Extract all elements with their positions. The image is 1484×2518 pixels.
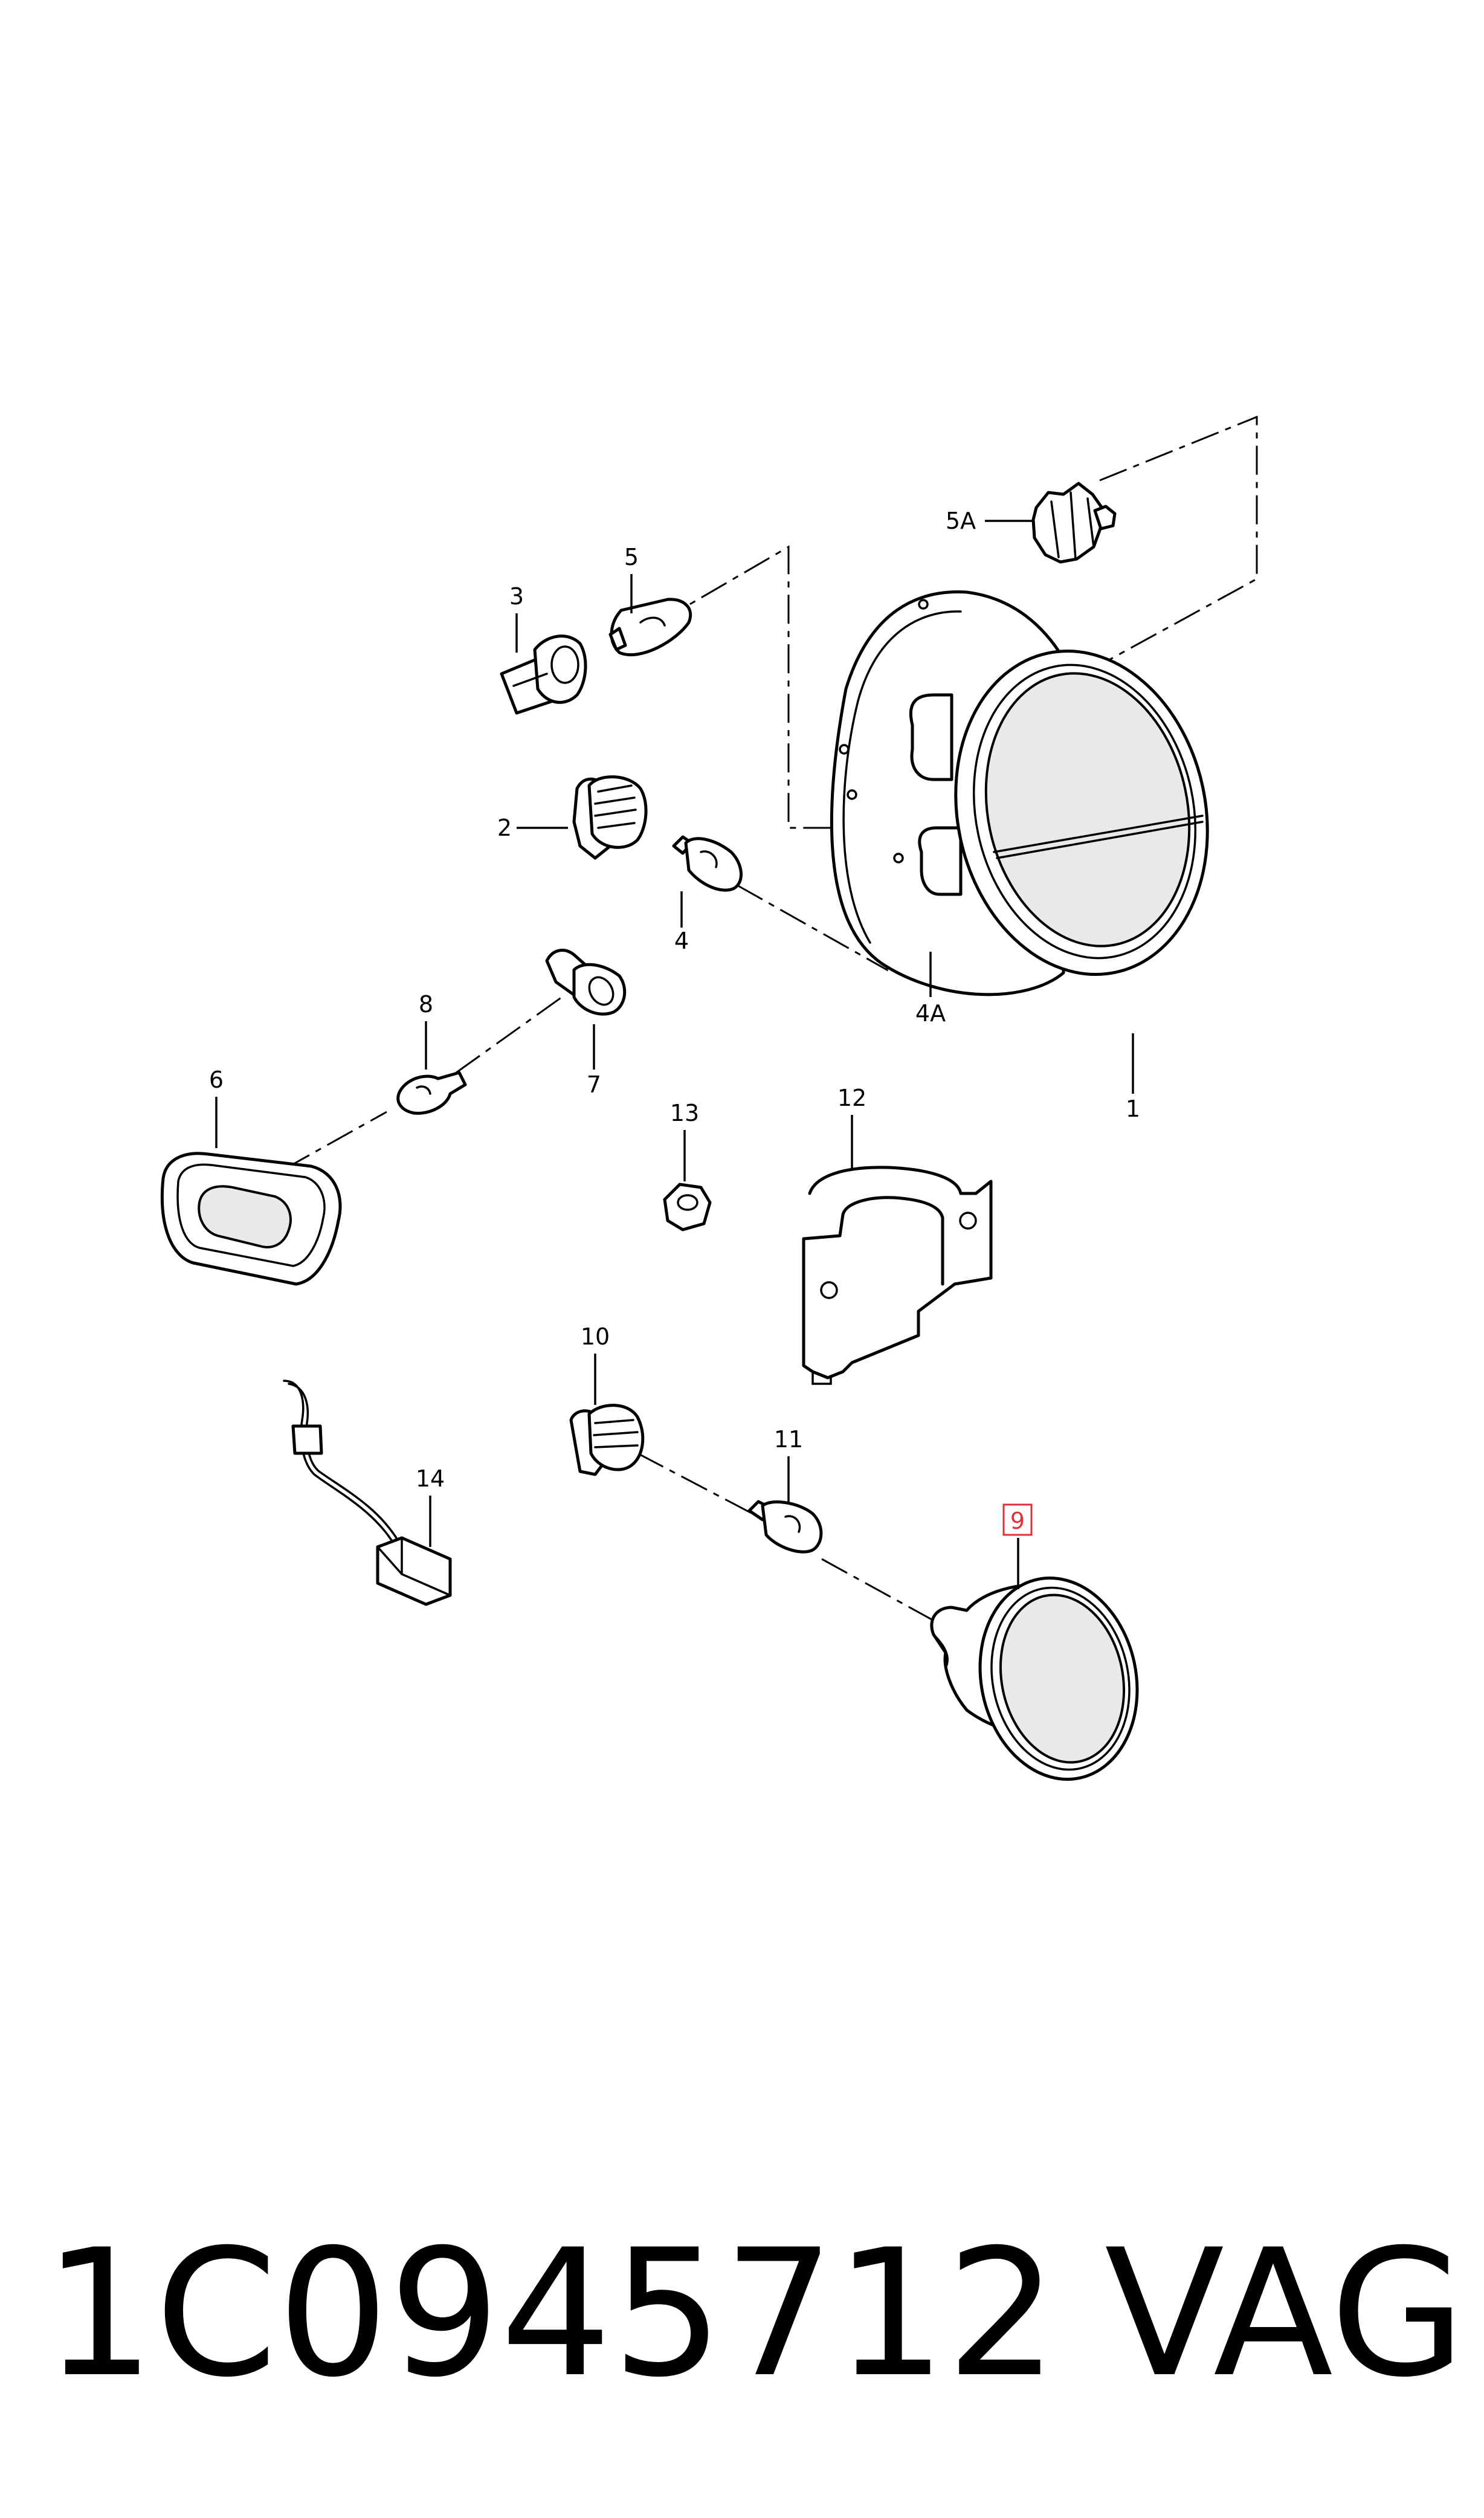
callout-14[interactable]: 14	[416, 1465, 445, 1492]
callout-6[interactable]: 6	[209, 1067, 224, 1093]
bulb-socket-2[interactable]	[572, 775, 648, 860]
callout-4[interactable]: 4	[674, 928, 689, 954]
callout-5a[interactable]: 5A	[946, 508, 976, 534]
bulb-socket-7[interactable]	[545, 949, 627, 1016]
bulb-11[interactable]	[747, 1500, 823, 1554]
callout-5[interactable]: 5	[624, 544, 639, 570]
bulb-5[interactable]	[608, 598, 692, 657]
callout-9[interactable]: 9	[1010, 1508, 1025, 1534]
part-number-label: 1C0945712	[44, 2212, 1058, 2416]
headlamp-housing[interactable]	[830, 590, 1236, 998]
adjuster-knob[interactable]	[1031, 482, 1117, 564]
wiring-harness[interactable]	[283, 1380, 452, 1606]
callout-7[interactable]: 7	[587, 1071, 601, 1098]
callout-2[interactable]: 2	[497, 815, 512, 841]
bulb-8[interactable]	[396, 1071, 467, 1115]
callout-10[interactable]: 10	[581, 1323, 610, 1350]
assembly-lines	[283, 415, 1258, 1627]
callout-13[interactable]: 13	[670, 1100, 699, 1126]
callout-4a[interactable]: 4A	[915, 1000, 946, 1027]
callout-3[interactable]: 3	[509, 583, 524, 610]
callout-11[interactable]: 11	[774, 1426, 803, 1453]
brand-label: VAG	[1105, 2212, 1466, 2416]
callout-1[interactable]: 1	[1126, 1096, 1140, 1122]
bulb-4[interactable]	[672, 835, 743, 892]
fog-lamp[interactable]	[930, 1563, 1155, 1794]
leader-lines	[215, 520, 1134, 1589]
hex-nut[interactable]	[663, 1183, 712, 1232]
callout-labels: 1 2 3 4 4A 5 5A 6 7 8 9 10 11 12 13 14	[209, 508, 1140, 1536]
callout-9-highlight-box	[1002, 1503, 1033, 1536]
bulb-socket-3[interactable]	[500, 634, 587, 715]
mounting-bracket[interactable]	[802, 1166, 993, 1385]
side-marker-lamp[interactable]	[160, 1152, 342, 1286]
callout-12[interactable]: 12	[837, 1085, 866, 1111]
bulb-socket-10[interactable]	[569, 1404, 645, 1476]
callout-8[interactable]: 8	[419, 991, 433, 1018]
